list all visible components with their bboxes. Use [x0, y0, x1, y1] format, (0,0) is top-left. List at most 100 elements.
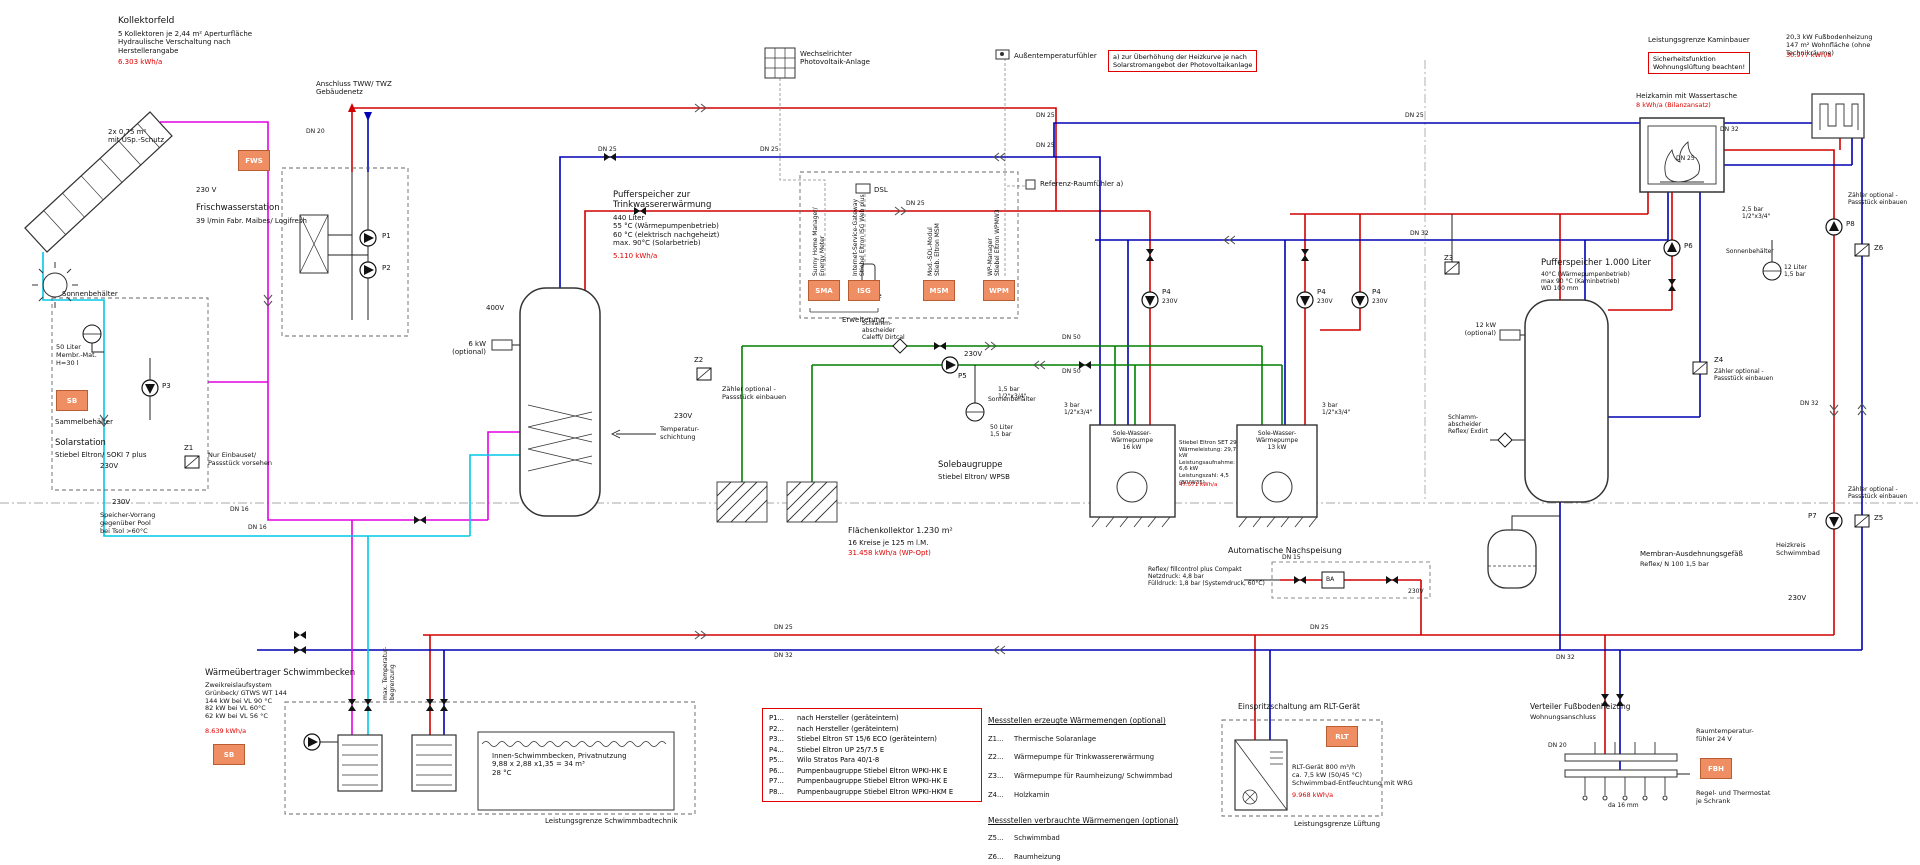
fh-expansion-vessel-icon — [1762, 261, 1782, 281]
auto-refill-assembly — [1271, 561, 1431, 599]
collector-panel-note: 2x 0,75 m² mit ÜSp.-Schutz — [108, 128, 165, 145]
brine-expansion-vessel-icon — [965, 402, 985, 422]
manifold-title: Verteiler Fußbodenheizung — [1530, 702, 1631, 711]
stratification-arrow — [610, 429, 656, 439]
dn-label: DN 25 — [906, 200, 925, 207]
hp-specs: Stiebel Eltron SET 29 Wärmeleistung: 29,… — [1179, 440, 1237, 486]
fh-specs: 20,3 kW Fußbodenheizung 147 m² Wohnfläch… — [1786, 33, 1873, 57]
legend-row: P4...Stiebel Eltron UP 25/7.5 E — [769, 745, 885, 754]
solar-station-box — [51, 297, 209, 491]
solar-vessel-specs: 50 Liter Membr.-Mat. H=30 l — [56, 343, 97, 367]
ref-sensor-label: Referenz-Raumfühler a) — [1040, 180, 1124, 188]
erweiterung-bracket — [809, 308, 879, 313]
fh-energy: 30.977 kWh/a — [1786, 51, 1832, 59]
heat-pump-2 — [1236, 424, 1318, 528]
pump-p4c-label: P4 — [1372, 288, 1381, 296]
pump-p7-icon — [1825, 512, 1843, 530]
metering-row: Z3...Wärmepumpe für Raumheizung/ Schwimm… — [988, 771, 1173, 780]
p4b-voltage: 230V — [1317, 298, 1333, 305]
fh-sv-label: 2,5 bar 1/2"x3/4" — [1742, 206, 1771, 221]
fireplace-boundary: Leistungsgrenze Kaminbauer — [1648, 36, 1750, 44]
manifold-icon — [1564, 742, 1678, 801]
solar-voltage-2: 230V — [112, 498, 131, 506]
isg-tag: ISG — [848, 280, 880, 301]
dhw-buffer-tank — [491, 287, 712, 517]
metering-row: Z5...Schwimmbad — [988, 834, 1060, 843]
dn-label: DN 50 — [1062, 334, 1081, 341]
fws-connection: Anschluss TWW/ TWZ Gebäudenetz — [316, 80, 392, 97]
hp1-label: Sole-Wasser- Wärmepumpe 16 kW — [1110, 430, 1154, 452]
metering-consumed-title: Messstellen verbrauchte Wärmemengen (opt… — [988, 816, 1179, 826]
pv-note: a) zur Überhöhung der Heizkurve je nach … — [1108, 50, 1258, 73]
metering-row: Z4...Holzkamin — [988, 790, 1050, 799]
collector-specs: 5 Kollektoren je 2,44 m² Aperturfläche H… — [118, 30, 253, 55]
ground-collector-icon — [716, 481, 838, 523]
dn-label: DN 25 — [1036, 142, 1055, 149]
fh-voltage: 230V — [1788, 594, 1807, 602]
meter-z6-label: Z6 — [1874, 244, 1884, 252]
outdoor-sensor-icon — [995, 49, 1010, 60]
solar-station-subtitle: Stiebel Eltron/ SOKI 7 plus — [55, 451, 147, 459]
pump-p4a-icon — [1141, 291, 1159, 309]
sun-icon — [32, 262, 78, 308]
fireplace-icon — [1639, 117, 1725, 193]
metering-row: Z2...Wärmepumpe für Trinkwassererwärmung — [988, 753, 1155, 762]
manifold-note: Regel- und Thermostat je Schrank — [1696, 789, 1771, 805]
outdoor-sensor-label: Außentemperaturfühler — [1014, 52, 1097, 60]
brine-mag-label: 50 Liter 1,5 bar — [990, 424, 1014, 439]
dn-label: DN 25 — [774, 624, 793, 631]
legend-row: P3...Stiebel Eltron ST 15/6 ECO (gerätei… — [769, 735, 937, 744]
dhw-title: Pufferspeicher zur Trinkwassererwärmung — [613, 190, 712, 211]
fireplace-energy: 8 kWh/a (Bilanzansatz) — [1636, 101, 1711, 109]
dn-label: DN 32 — [1720, 126, 1739, 133]
brine-title: Solebaugruppe — [938, 460, 1003, 470]
erweiterung-label: Erweiterung — [842, 316, 885, 324]
fws-tag: FWS — [238, 150, 270, 171]
p4a-voltage: 230V — [1162, 298, 1178, 305]
rlt-unit — [1221, 719, 1383, 817]
pump-p1-label: P1 — [382, 232, 391, 240]
controls-enclosure — [799, 171, 1019, 319]
legend-row: P8...Pumpenbaugruppe Stiebel Eltron WPKI… — [769, 787, 954, 796]
rlt-tag: RLT — [1326, 726, 1358, 747]
refill-specs: Reflex/ fillcontrol plus Compakt Netzdru… — [1148, 566, 1265, 588]
rlt-energy: 9.968 kWh/a — [1292, 791, 1334, 799]
dn-label: DN 20 — [306, 128, 325, 135]
msm-device-label: Mod.-SOL-Modul Stieb. Eltron MSM — [927, 223, 942, 276]
floor-heating-icon — [1811, 93, 1865, 139]
buffer-1000-tank — [1497, 299, 1609, 503]
fireplace-title: Heizkamin mit Wassertasche — [1636, 92, 1738, 100]
refill-ba-label: BA — [1326, 576, 1335, 583]
meter-z6-icon — [1854, 243, 1870, 257]
dn-label: DN 32 — [1556, 654, 1575, 661]
dhw-heater-label: 6 kW (optional) — [452, 340, 486, 357]
isg-device-label: Internet-Service-Gateway Stiebel Eltron … — [852, 194, 867, 276]
expansion-title: Membran-Ausdehnungsgefäß — [1640, 550, 1743, 558]
pv-inverter-icon — [764, 47, 796, 79]
p4c-voltage: 230V — [1372, 298, 1388, 305]
pump-p4b-icon — [1296, 291, 1314, 309]
pump-p7-label: P7 — [1808, 512, 1817, 520]
pipes-return — [257, 112, 1863, 772]
metering-produced-title: Messstellen erzeugte Wärmemengen (option… — [988, 716, 1166, 726]
system-boundary-lines — [0, 60, 1920, 504]
solar-voltage: 230V — [100, 462, 119, 470]
z5-note: Zähler optional - Passstück einbauen — [1848, 486, 1908, 501]
meter-z1-label: Z1 — [184, 444, 194, 452]
metering-lists: Messstellen erzeugte Wärmemengen (option… — [988, 708, 1203, 865]
hp-energy: 47.571 kWh/a — [1179, 482, 1218, 488]
rlt-specs: RLT-Gerät 800 m³/h ca. 7,5 kW (50/45 °C)… — [1292, 763, 1413, 787]
brine-sv-label: 1,5 bar 1/2"x3/4" — [998, 386, 1027, 401]
rlt-boundary: Leistungsgrenze Lüftung — [1294, 820, 1381, 828]
brine-subtitle: Stiebel Eltron/ WPSB — [938, 473, 1010, 481]
solar-collecting-vessel: Sammelbehälter — [55, 418, 113, 426]
twz-arrow — [364, 112, 372, 121]
dn-label: DN 16 — [230, 506, 249, 513]
sma-tag: SMA — [808, 280, 840, 301]
fireplace-warning: Sicherheitsfunktion Wohnungslüftung beac… — [1648, 52, 1751, 75]
dsl-modem-icon — [855, 183, 871, 194]
dn-label: DN 25 — [1676, 155, 1695, 162]
meter-z5-icon — [1854, 514, 1870, 528]
collector-energy: 6.303 kWh/a — [118, 58, 163, 66]
